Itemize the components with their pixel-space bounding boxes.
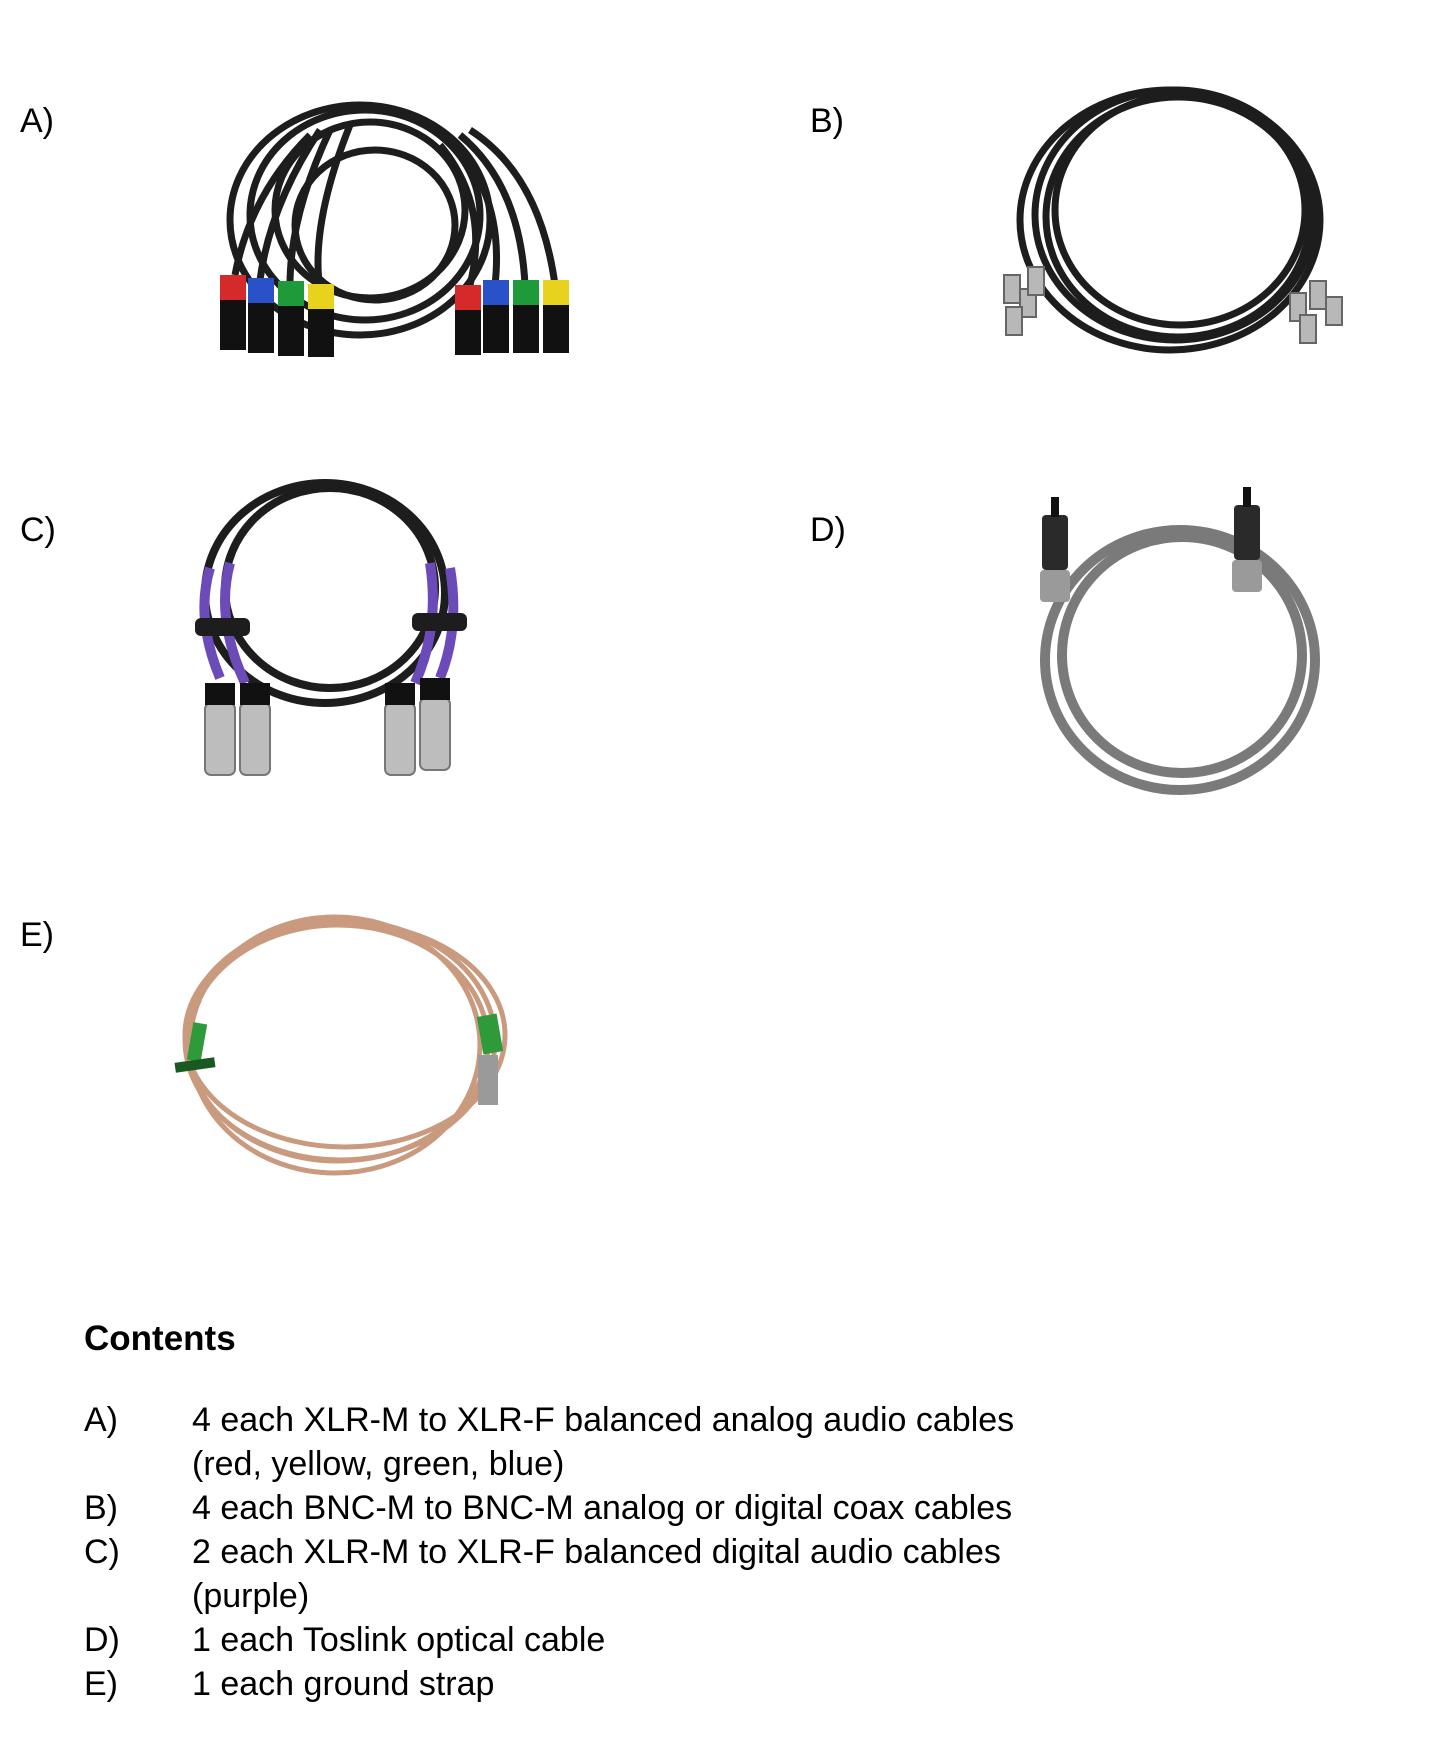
- contents-row-a: A) 4 each XLR-M to XLR-F balanced analog…: [84, 1398, 1184, 1486]
- contents-description: 1 each Toslink optical cable: [192, 1618, 1184, 1662]
- contents-row-d: D) 1 each Toslink optical cable: [84, 1618, 1184, 1662]
- item-label-c: C): [20, 511, 56, 549]
- contents-letter: D): [84, 1621, 120, 1659]
- contents-line: 4 each XLR-M to XLR-F balanced analog au…: [192, 1401, 1015, 1439]
- contents-description: 2 each XLR-M to XLR-F balanced digital a…: [192, 1530, 1184, 1618]
- ground-strap-photo: [160, 895, 520, 1195]
- item-label-b: B): [810, 102, 844, 140]
- bnc-coax-cables-photo: [990, 75, 1370, 355]
- item-label-e: E): [20, 916, 54, 954]
- contents-letter: E): [84, 1665, 118, 1703]
- contents-row-b: B) 4 each BNC-M to BNC-M analog or digit…: [84, 1486, 1184, 1530]
- toslink-optical-cable-photo: [1020, 485, 1340, 805]
- contents-row-e: E) 1 each ground strap: [84, 1662, 1184, 1706]
- contents-row-c: C) 2 each XLR-M to XLR-F balanced digita…: [84, 1530, 1184, 1618]
- xlr-digital-cables-photo: [150, 478, 490, 818]
- contents-letter: B): [84, 1489, 118, 1527]
- contents-description: 4 each BNC-M to BNC-M analog or digital …: [192, 1486, 1184, 1530]
- contents-letter: A): [84, 1401, 118, 1439]
- item-label-d: D): [810, 511, 846, 549]
- contents-description: 1 each ground strap: [192, 1662, 1184, 1706]
- contents-title: Contents: [84, 1319, 236, 1358]
- contents-line: 4 each BNC-M to BNC-M analog or digital …: [192, 1489, 1013, 1527]
- contents-line: 1 each ground strap: [192, 1665, 495, 1703]
- contents-section: Contents A) 4 each XLR-M to XLR-F balanc…: [84, 1318, 1184, 1706]
- xlr-analog-cables-photo: [150, 75, 570, 385]
- item-label-a: A): [20, 102, 54, 140]
- contents-line: (red, yellow, green, blue): [192, 1445, 565, 1483]
- contents-description: 4 each XLR-M to XLR-F balanced analog au…: [192, 1398, 1184, 1486]
- contents-line: 2 each XLR-M to XLR-F balanced digital a…: [192, 1533, 1001, 1571]
- contents-line: 1 each Toslink optical cable: [192, 1621, 606, 1659]
- contents-line: (purple): [192, 1577, 310, 1615]
- contents-letter: C): [84, 1533, 120, 1571]
